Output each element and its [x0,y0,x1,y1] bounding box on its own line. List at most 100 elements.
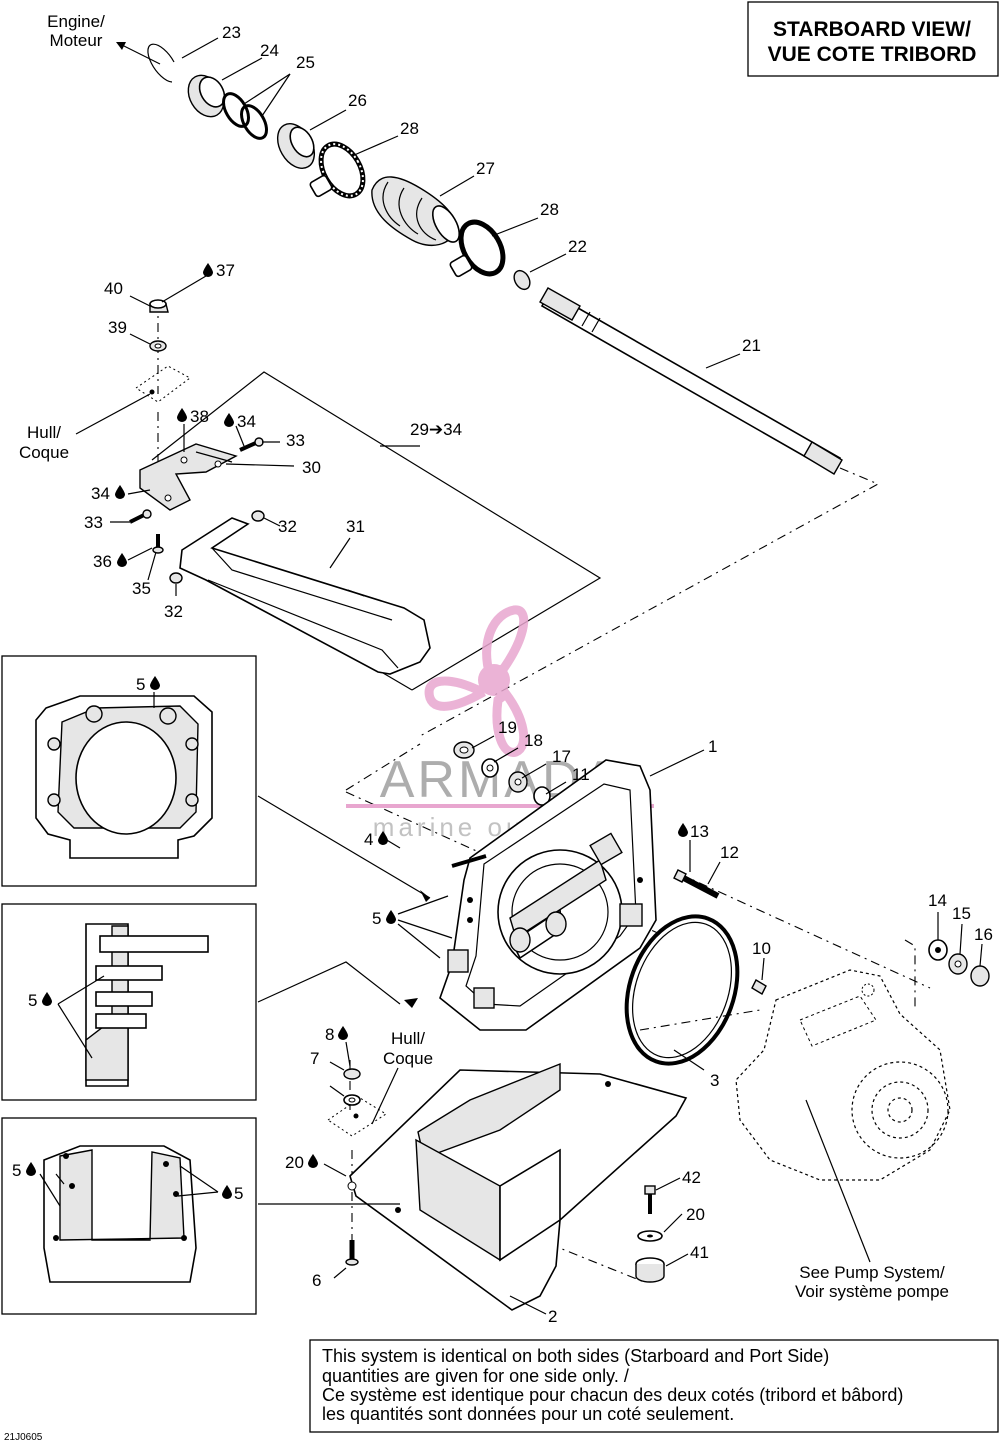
callout-range-29-34: 29➔34 [410,420,462,439]
washer-11 [533,786,551,806]
callout-28-lower: 28 [540,200,559,219]
note-line-4: les quantités sont données pour un coté … [322,1404,734,1424]
bellows-boot-27 [371,176,461,247]
callout-42: 42 [682,1168,701,1187]
nut-16 [970,965,990,987]
callout-16: 16 [974,925,993,944]
callout-13: 13 [690,822,709,841]
oil-drop-icon [203,263,213,277]
circlip-23 [147,43,175,83]
callout-22: 22 [568,237,587,256]
hull-label-upper-line-2: Coque [19,443,69,462]
callout-33-upper: 33 [286,431,305,450]
callout-20-lower: 20 [686,1205,705,1224]
oil-drop-icon [115,485,125,499]
bushing-22 [513,269,531,291]
title-line-2: VUE COTE TRIBORD [768,43,977,66]
callout-14: 14 [928,891,947,910]
ride-bracket-31 [179,517,431,675]
clamp-28-lower [449,219,506,278]
bracket-30 [139,443,238,511]
callout-18: 18 [524,731,543,750]
seal-26 [276,123,316,169]
callout-31: 31 [346,517,365,536]
oil-drop-icon [678,823,688,837]
oil-drop-icon [338,1026,348,1040]
driveline-assembly [147,43,843,475]
engine-label-line-2: Moteur [50,31,103,50]
nut-32-upper [251,510,265,522]
oil-drop-icon [177,408,187,422]
oil-drop-icon [224,413,234,427]
callout-34-upper: 34 [237,412,256,431]
callout-5-inset-2: 5 [28,991,37,1010]
screw-35 [152,534,164,554]
callout-8: 8 [325,1025,334,1044]
engine-label-line-1: Engine/ [47,12,105,31]
callout-36: 36 [93,552,112,571]
nut-19 [453,741,475,759]
o-ring-25b [240,104,268,140]
intake-duct-2 [347,1062,688,1311]
diagram-code: 21J0605 [4,1432,43,1443]
callout-34-lower: 34 [91,484,110,503]
hull-plate-upper [135,299,191,403]
callout-15: 15 [952,904,971,923]
drive-shaft-21 [539,287,843,475]
callout-35: 35 [132,579,151,598]
inset-leader-lines [257,795,431,1205]
callout-32-upper: 32 [278,517,297,536]
title-box: STARBOARD VIEW/ VUE COTE TRIBORD [747,1,999,77]
callout-26: 26 [348,91,367,110]
callout-20-upper: 20 [285,1153,304,1172]
callout-3: 3 [710,1071,719,1090]
clip-10 [751,979,767,995]
note-line-3: Ce système est identique pour chacun des… [322,1385,903,1405]
pump-reference-line-1: See Pump System/ [799,1263,945,1282]
rubber-mount-41 [635,1257,665,1283]
callout-5-housing: 5 [372,909,381,928]
callout-2: 2 [548,1307,557,1326]
washer-18 [481,758,499,778]
screw-6 [345,1240,359,1266]
pump-reference-line-2: Voir système pompe [795,1282,949,1301]
callout-23: 23 [222,23,241,42]
callout-32-lower: 32 [164,602,183,621]
screw-33-upper [239,437,264,452]
inset-box-3 [1,1117,257,1315]
engine-direction-arrow [116,42,161,65]
inset-box-1 [1,655,257,887]
seal-carrier-24 [187,74,226,118]
callout-21: 21 [742,336,761,355]
hull-plate-lower [327,1068,387,1137]
note-box: This system is identical on both sides (… [309,1339,999,1433]
inset-box-2 [1,903,257,1101]
title-line-1: STARBOARD VIEW/ [773,18,971,41]
screw-42 [644,1185,656,1214]
callout-7: 7 [310,1049,319,1068]
callout-33-lower: 33 [84,513,103,532]
note-line-2: quantities are given for one side only. … [322,1366,629,1386]
callout-30: 30 [302,458,321,477]
washer-14 [928,939,948,961]
callout-10: 10 [752,939,771,958]
oil-drop-icon [386,910,396,924]
callout-17: 17 [552,747,571,766]
note-line-1: This system is identical on both sides (… [322,1346,829,1366]
hull-label-upper-line-1: Hull/ [27,423,61,442]
hull-label-lower-line-1: Hull/ [391,1029,425,1048]
callout-labels: 23 24 25 26 28 27 28 22 21 37 40 39 Hull… [12,23,993,1326]
callout-6: 6 [312,1271,321,1290]
callout-41: 41 [690,1243,709,1262]
stud-12 [673,869,720,899]
oil-drop-icon [117,553,127,567]
callout-39: 39 [108,318,127,337]
pump-support-housing-1 [439,759,657,1031]
clamp-28-upper [309,141,366,199]
callout-leaders [39,37,983,1315]
callout-11: 11 [572,765,590,784]
washer-20 [637,1230,663,1242]
o-ring-25a [222,92,250,128]
callout-40: 40 [104,279,123,298]
